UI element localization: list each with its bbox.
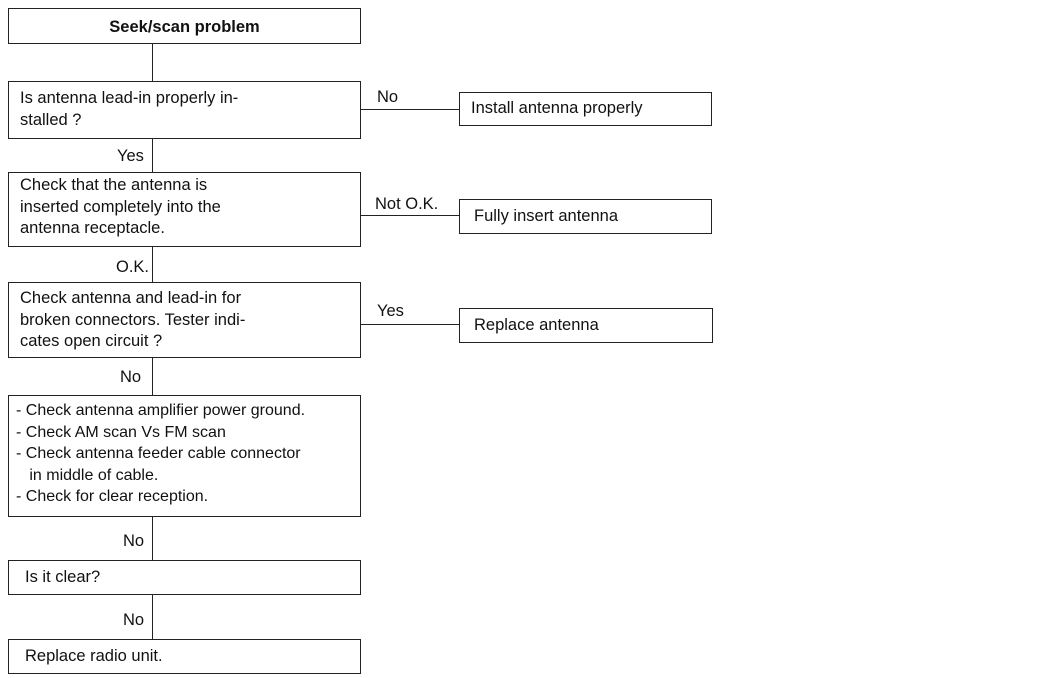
connector-line bbox=[152, 247, 154, 282]
branch-line bbox=[361, 215, 459, 217]
connector-line bbox=[152, 517, 154, 560]
flowchart-title: Seek/scan problem bbox=[8, 8, 361, 44]
branch-line bbox=[361, 109, 459, 111]
connector-line bbox=[152, 358, 154, 395]
action-box-fully-insert-antenna: Fully insert antenna bbox=[459, 199, 712, 234]
next-label-ok: O.K. bbox=[116, 258, 150, 276]
decision-box-broken-connectors: Check antenna and lead-in for broken con… bbox=[8, 282, 361, 358]
checklist-box-antenna-checks: - Check antenna amplifier power ground. … bbox=[8, 395, 361, 517]
branch-label-yes: Yes bbox=[377, 302, 404, 320]
action-box-install-antenna: Install antenna properly bbox=[459, 92, 712, 126]
check-box-antenna-inserted: Check that the antenna is inserted compl… bbox=[8, 172, 361, 247]
next-label-no: No bbox=[120, 368, 142, 386]
connector-line bbox=[152, 139, 154, 172]
action-box-replace-radio-unit: Replace radio unit. bbox=[8, 639, 361, 674]
connector-line bbox=[152, 595, 154, 639]
branch-label-not-ok: Not O.K. bbox=[375, 195, 439, 213]
next-label-no: No bbox=[123, 532, 145, 550]
next-label-yes: Yes bbox=[117, 147, 144, 165]
action-box-replace-antenna: Replace antenna bbox=[459, 308, 713, 343]
decision-box-antenna-installed: Is antenna lead-in properly in- stalled … bbox=[8, 81, 361, 139]
branch-label-no: No bbox=[377, 88, 399, 106]
connector-line bbox=[152, 43, 154, 81]
next-label-no: No bbox=[123, 611, 145, 629]
branch-line bbox=[361, 324, 459, 326]
decision-box-is-it-clear: Is it clear? bbox=[8, 560, 361, 595]
